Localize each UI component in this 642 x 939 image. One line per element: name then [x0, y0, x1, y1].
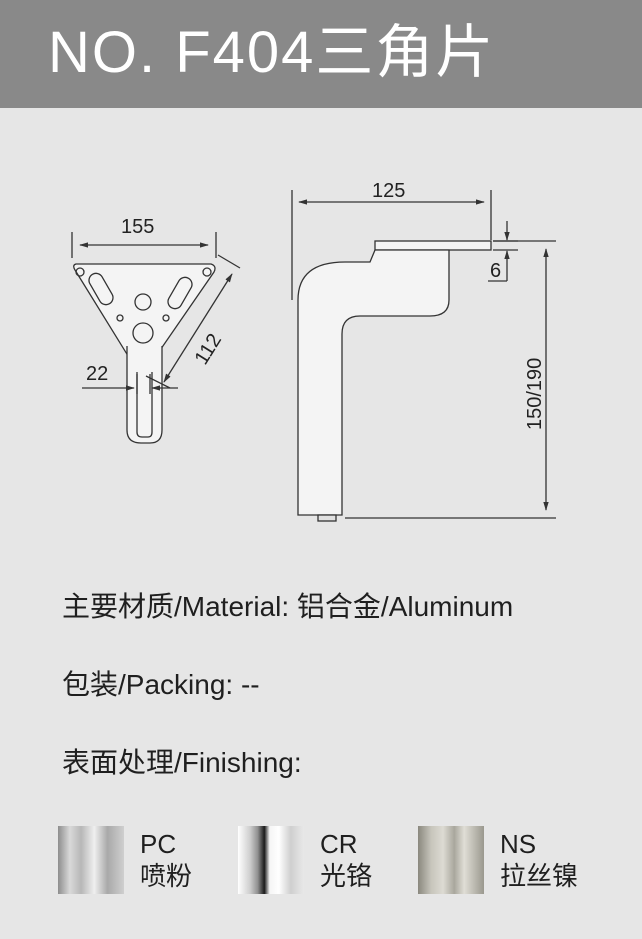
- finishing-line: 表面处理/Finishing:: [62, 747, 302, 778]
- material-line: 主要材质/Material: 铝合金/Aluminum: [62, 591, 514, 622]
- finish-name: 喷粉: [140, 861, 193, 891]
- dim-6-label: 6: [490, 260, 501, 282]
- dim-155-label: 155: [121, 216, 154, 238]
- finish-code: PC: [140, 829, 177, 859]
- dim-height-label: 150/190: [524, 358, 546, 430]
- ns-brushed-nickel-swatch: [418, 826, 484, 894]
- technical-drawing: 155 112 22 125 6 150/190: [71, 180, 556, 522]
- finish-code: NS: [500, 829, 537, 859]
- dim-112-label: 112: [191, 330, 227, 369]
- finish-name: 拉丝镍: [500, 861, 579, 891]
- pc-silver-swatch: [58, 826, 124, 894]
- finish-code: CR: [320, 829, 358, 859]
- dim-22-label: 22: [86, 363, 108, 385]
- finish-name: 光铬: [320, 861, 373, 891]
- packing-line: 包装/Packing: --: [62, 669, 260, 700]
- header-bar: NO. F404三角片: [0, 0, 642, 108]
- dim-125-label: 125: [372, 180, 405, 202]
- product-title: NO. F404三角片: [48, 20, 496, 85]
- cr-chrome-swatch: [238, 826, 304, 894]
- triangle-plate-view: [71, 232, 241, 444]
- leg-side-view: [291, 190, 556, 522]
